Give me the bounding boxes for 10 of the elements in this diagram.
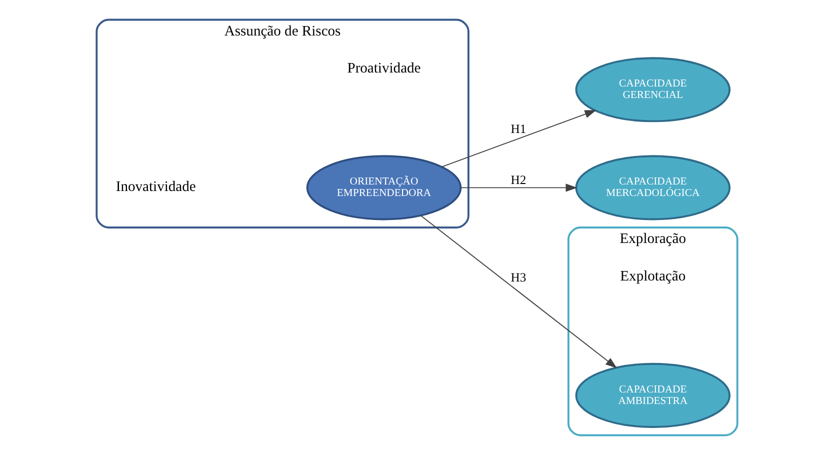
arrow — [440, 110, 596, 168]
node-ellipse: CAPACIDADE GERENCIAL — [574, 57, 730, 122]
node-ellipse: CAPACIDADE AMBIDESTRA — [574, 362, 730, 428]
node-ellipse: CAPACIDADE MERCADOLÓGICA — [574, 155, 730, 220]
edge-label: H3 — [510, 270, 526, 284]
edge-label: H1 — [510, 122, 526, 136]
arrow — [460, 184, 577, 192]
edge-label: H2 — [510, 173, 526, 188]
arrow — [420, 215, 617, 368]
node-ellipse: ORIENTAÇÃO EMPREENDEDORA — [306, 155, 462, 220]
